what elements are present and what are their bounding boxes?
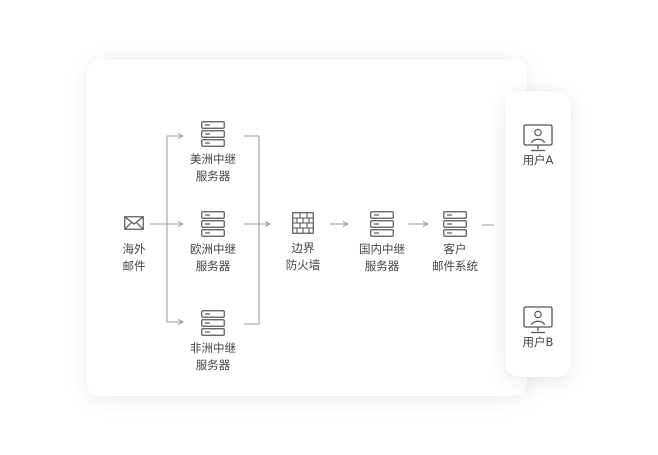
label-line2: 防火墙 [285, 258, 321, 272]
server-icon [370, 211, 394, 237]
label-line2: 服务器 [364, 259, 400, 273]
user-b-label: 用户B [522, 335, 554, 349]
monitor-user-icon [523, 306, 553, 334]
label-line1: 美洲中继 [190, 152, 236, 166]
label-line2: 服务器 [195, 259, 231, 273]
label-line1: 客户 [443, 242, 467, 256]
server-icon [201, 211, 225, 237]
node-border-firewall: 边界 防火墙 [276, 212, 330, 274]
server-icon [201, 121, 225, 147]
node-relay-america: 美洲中继 服务器 [183, 121, 243, 185]
node-relay-europe: 欧洲中继 服务器 [183, 211, 243, 275]
label-line2: 邮件系统 [432, 259, 478, 273]
label-line2: 邮件 [122, 259, 146, 273]
node-user-b: 用户B [512, 306, 564, 351]
server-icon [443, 211, 467, 237]
node-user-a: 用户A [512, 124, 564, 169]
node-client-mail: 客户 邮件系统 [426, 211, 484, 275]
label-line1: 国内中继 [359, 242, 405, 256]
label-line2: 服务器 [195, 169, 231, 183]
label-line1: 欧洲中继 [190, 242, 236, 256]
envelope-icon [124, 216, 144, 230]
label-line1: 海外 [122, 242, 146, 256]
label-line1: 非洲中继 [190, 341, 236, 355]
user-a-label: 用户A [522, 153, 554, 167]
server-icon [201, 310, 225, 336]
node-relay-africa: 非洲中继 服务器 [183, 310, 243, 374]
firewall-icon [292, 212, 314, 234]
label-line2: 服务器 [195, 358, 231, 372]
node-domestic-relay: 国内中继 服务器 [352, 211, 412, 275]
monitor-user-icon [523, 124, 553, 152]
label-line1: 边界 [291, 241, 315, 255]
node-overseas-mail: 海外 邮件 [112, 216, 156, 275]
